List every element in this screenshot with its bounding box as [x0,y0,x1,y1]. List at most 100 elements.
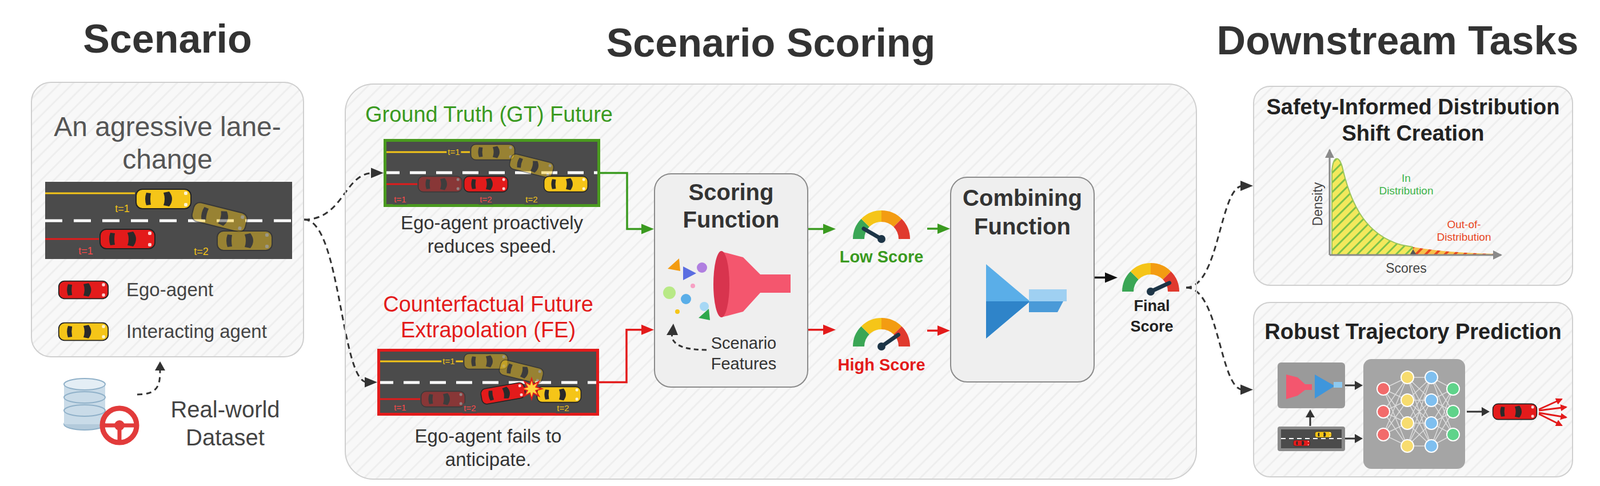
panel-heading: Scenario Scoring [344,22,1197,63]
time-stamp: t=2 [478,194,493,205]
prediction-pipeline-part [1277,426,1346,452]
prediction-pipeline-part [1538,398,1567,426]
gauge-part [865,216,882,223]
gt-road-part [508,153,555,179]
fe-road-part [421,390,466,407]
dataset-icon-part [154,361,166,371]
arrow-head [1240,180,1254,191]
gt-road-part [471,144,516,160]
scoring-icon-part [663,286,676,299]
legend-text: Ego-agent [126,279,214,301]
gauge-part [877,234,886,243]
dataset-icon-part [137,368,161,395]
prediction-pipeline-part [1277,362,1346,409]
gauge-part [881,216,898,223]
scoring-icon-part [683,266,697,281]
frame-caption: Ego-agent proactively reduces speed. [383,210,601,258]
dataset-icon-part [102,408,137,443]
prediction-pipeline-part [1315,431,1332,438]
arrow-head [1104,272,1118,283]
scenario-road-part [217,230,273,251]
connector [1094,272,1118,283]
scoring-icon-part [696,262,708,273]
prediction-pipeline-part [1309,416,1312,426]
density-chart [1329,149,1502,255]
legend-text: Interacting agent [126,321,267,342]
gauge-node: High Score [835,313,928,378]
prediction-pipeline-part-part [1401,416,1414,430]
time-stamp: t=1 [392,194,408,205]
frame-heading: Ground Truth (GT) Future [365,103,629,126]
gauge-part [1150,268,1167,276]
prediction-pipeline-part-part [1446,382,1460,395]
panel-heading: Scenario [30,18,305,59]
arrow-head [641,324,654,335]
prediction-pipeline-part [1314,374,1335,399]
scenario-road-part [45,192,135,195]
gauge-part [1146,287,1155,296]
gauge [858,216,905,243]
gauge-part [865,323,882,331]
arrow-head [937,223,951,234]
prediction-pipeline-part [1354,433,1363,444]
connector-line [600,173,644,230]
scenario-road-part [45,219,293,223]
fe-road-part [377,398,421,401]
connector [927,223,951,234]
dataset-icon-part [64,404,106,417]
gauge-label: High Score [835,355,928,374]
connector-line [808,228,826,231]
region-label: In Distribution [1374,172,1438,198]
prediction-pipeline-part [1286,374,1312,399]
prediction-pipeline-part [1363,358,1466,469]
combining-icon-part [1028,289,1067,302]
fe-road-part [480,381,526,405]
scenario-road [45,181,293,259]
prediction-pipeline-part [1481,407,1490,417]
panel-grounds-part [653,173,809,388]
arrow-head [364,377,378,388]
arrow-head [823,324,836,335]
density-chart-part [1331,158,1414,256]
scoring-icon-part [721,251,791,318]
gauge-part [1134,268,1151,276]
time-stamp: t=2 [555,403,570,414]
panel-grounds-part [1253,301,1574,478]
time-stamp: t=1 [392,403,408,413]
gt-road-part [464,176,509,192]
prediction-pipeline-part [1345,437,1356,440]
combining-icon-part [1028,301,1064,313]
region-label: Out-of-Distribution [1428,218,1500,244]
connector [304,168,384,221]
time-stamp: t=2 [192,246,210,258]
connector-line [808,328,826,331]
dataset-label: Real-world Dataset [159,395,291,452]
prediction-pipeline-part-part [1425,439,1438,453]
axis-label: Scores [1385,261,1427,276]
box-title: Scoring Function [656,178,806,234]
process-box: Scoring FunctionScenario Features [653,173,809,388]
connector [927,325,951,336]
gauge-node: Low Score [835,205,928,268]
connector [599,324,654,383]
scenario-road-part [136,189,191,209]
scenario-road-part [100,229,155,249]
dataset-icon-part [117,425,122,442]
scenario-panel: ScenarioAn agressive lane-change [30,81,305,358]
fe-road-part [537,386,582,402]
fe-road-part [377,381,600,385]
connector [600,173,654,235]
scoring-icon-part [698,308,710,321]
combining-icon-part [986,301,1031,339]
axis-label: Density [1310,182,1326,227]
gauge-part [1127,275,1135,292]
gauge-node: Final Score [1117,262,1187,338]
gauge-label: Final Score [1117,295,1187,337]
scenario-road-part [45,181,293,259]
scenario-road-part [190,201,249,234]
prediction-pipeline-part [1466,411,1483,413]
prediction-pipeline-part-part [1377,428,1390,441]
panel-grounds-part [950,176,1095,383]
time-stamp: t=1 [113,203,131,215]
time-stamp: t=2 [524,194,539,205]
